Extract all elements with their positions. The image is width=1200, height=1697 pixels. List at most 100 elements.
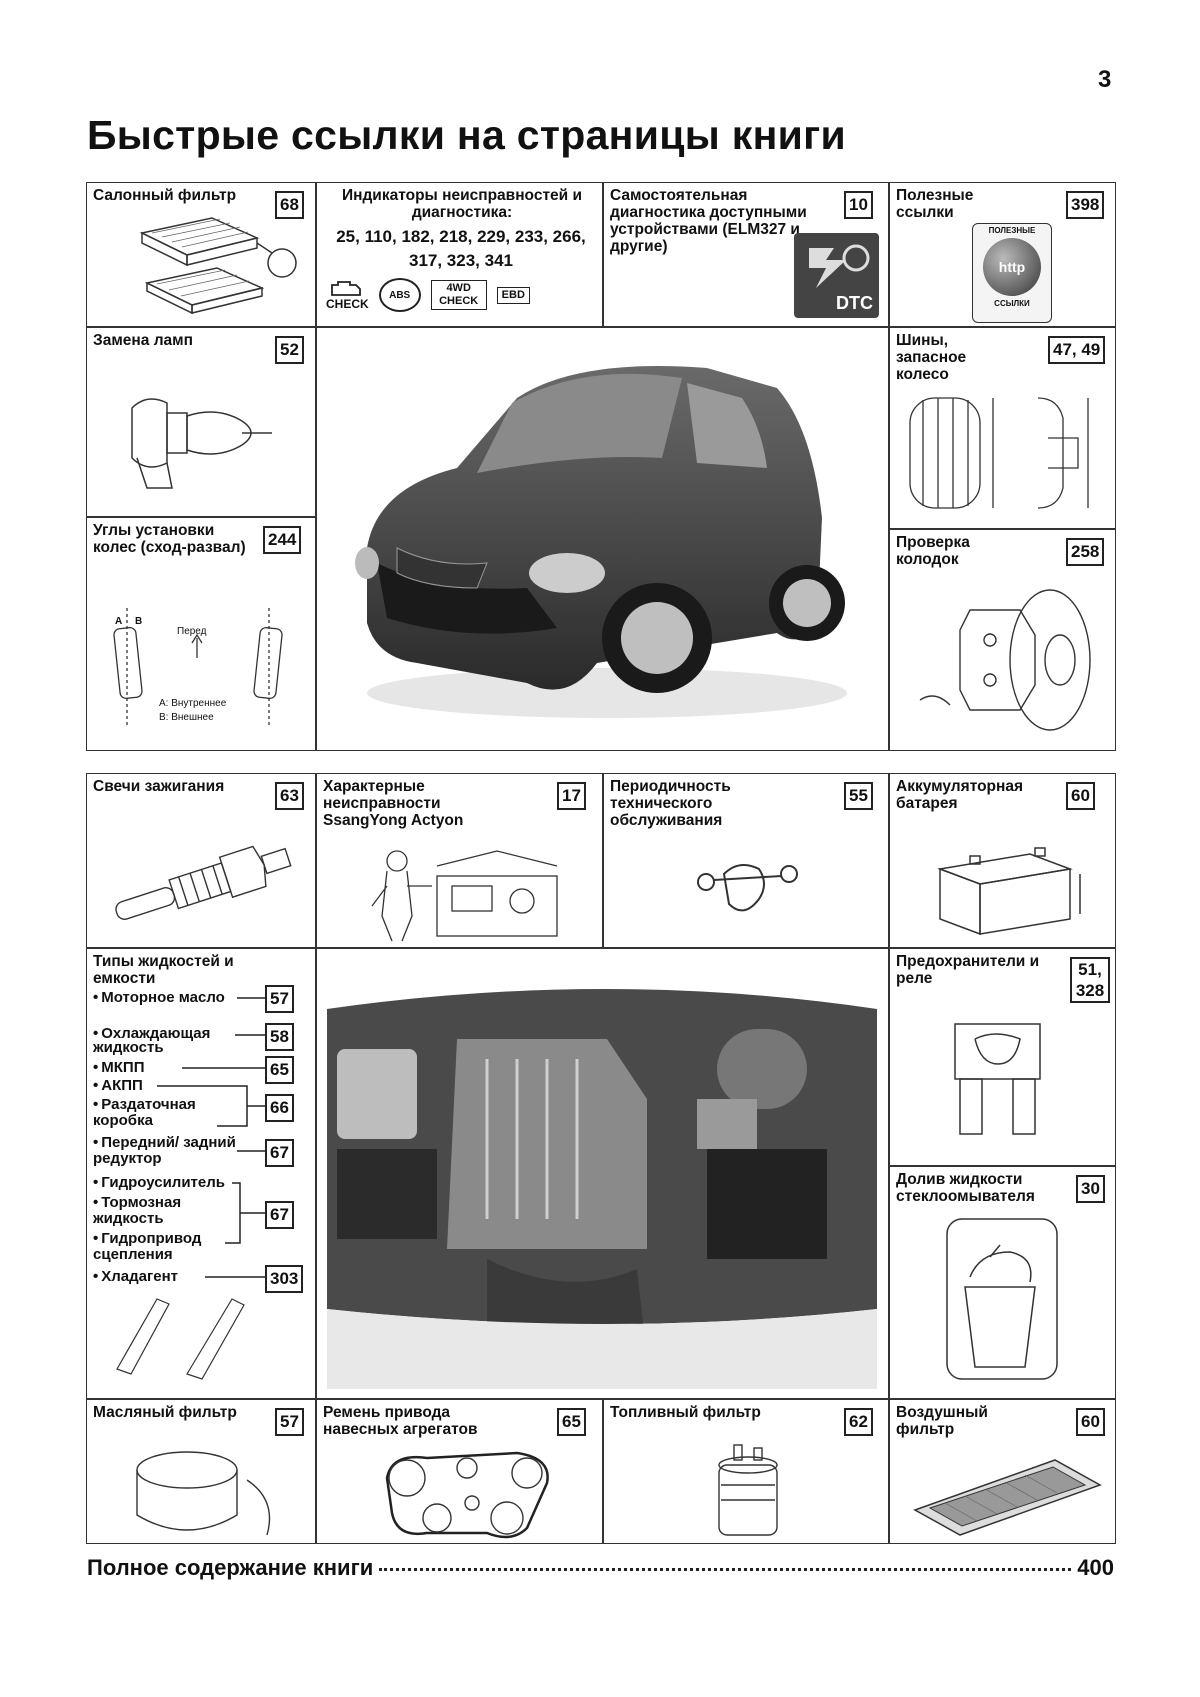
spark-plugs-page[interactable]: 63 bbox=[275, 782, 304, 810]
useful-links-card[interactable]: Полезные ссылки 398 ПОЛЕЗНЫЕ http ССЫЛКИ bbox=[889, 182, 1116, 327]
cabin-filter-page[interactable]: 68 bbox=[275, 191, 304, 219]
mechanic-hood-icon bbox=[371, 850, 558, 942]
brake-pads-page[interactable]: 258 bbox=[1066, 538, 1105, 566]
oil-filter-label: Масляный фильтр bbox=[93, 1404, 237, 1421]
self-diagnostics-label: Самостоятельная диагностика доступными у… bbox=[610, 187, 807, 255]
self-diagnostics-card[interactable]: Самостоятельная диагностика доступными у… bbox=[603, 182, 889, 327]
fluid-clutch: Гидропривод сцепления bbox=[93, 1231, 218, 1263]
battery-label: Аккумуляторная батарея bbox=[896, 778, 1024, 812]
abs-icon-label: ABS bbox=[389, 289, 411, 301]
engine-bay-photo bbox=[316, 948, 889, 1399]
fluid-mt-page[interactable]: 65 bbox=[265, 1056, 294, 1084]
tire-diagram-icon bbox=[909, 397, 1089, 509]
fluid-transfer: Раздаточная коробка bbox=[93, 1097, 218, 1129]
washer-card[interactable]: Долив жидкости стеклоомывателя 30 bbox=[889, 1166, 1116, 1399]
cabin-filter-icon bbox=[139, 217, 297, 315]
fuel-filter-icon bbox=[718, 1444, 778, 1536]
maintenance-card[interactable]: Периодичность технического обслуживания … bbox=[603, 773, 889, 948]
alignment-page[interactable]: 244 bbox=[263, 526, 302, 554]
full-contents-label: Полное содержание книги bbox=[87, 1555, 374, 1580]
air-filter-page[interactable]: 60 bbox=[1076, 1408, 1105, 1436]
self-diagnostics-page[interactable]: 10 bbox=[844, 191, 873, 219]
http-badge-top: ПОЛЕЗНЫЕ bbox=[988, 226, 1036, 235]
check-icon-label: CHECK bbox=[326, 297, 369, 311]
dtc-badge-text: DTC bbox=[836, 293, 873, 313]
fluid-engine-oil-page[interactable]: 57 bbox=[265, 985, 294, 1013]
tires-label: Шины, запасное колесо bbox=[896, 332, 967, 383]
useful-links-page[interactable]: 398 bbox=[1066, 191, 1105, 219]
alignment-front-label: Перед bbox=[177, 626, 207, 637]
engine-illustration bbox=[317, 949, 888, 1398]
alignment-label: Углы установки колес (сход-развал) bbox=[93, 522, 246, 556]
abs-icon: ABS bbox=[378, 278, 421, 312]
battery-icon bbox=[937, 847, 1081, 936]
indicators-pages[interactable]: 25, 110, 182, 218, 229, 233, 266, 317, 3… bbox=[336, 227, 586, 270]
brake-caliper-icon bbox=[919, 589, 1091, 731]
fluid-power-steering: Гидроусилитель bbox=[93, 1175, 225, 1191]
full-contents-page: 400 bbox=[1077, 1555, 1114, 1580]
belt-card[interactable]: Ремень привода навесных агрегатов 65 bbox=[316, 1399, 603, 1544]
maintenance-page[interactable]: 55 bbox=[844, 782, 873, 810]
fuses-page[interactable]: 51, 328 bbox=[1070, 957, 1110, 1003]
fluid-coolant-page[interactable]: 58 bbox=[265, 1023, 294, 1051]
tires-card[interactable]: Шины, запасное колесо 47, 49 bbox=[889, 327, 1116, 529]
belt-page[interactable]: 65 bbox=[557, 1408, 586, 1436]
air-filter-icon bbox=[913, 1459, 1102, 1536]
fuses-label: Предохранители и реле bbox=[896, 953, 1040, 987]
indicator-icons: CHECK ABS 4WD CHECK EBD bbox=[326, 278, 530, 312]
belt-label: Ремень привода навесных агрегатов bbox=[323, 1404, 478, 1438]
fluid-coolant: Охлаждающая жидкость bbox=[93, 1026, 233, 1055]
wheel-alignment-diagram bbox=[113, 608, 283, 728]
alignment-b-mark: B bbox=[135, 616, 143, 627]
http-badge-mid: http bbox=[998, 259, 1026, 275]
check-engine-icon: CHECK bbox=[326, 279, 369, 311]
spark-plugs-card[interactable]: Свечи зажигания 63 bbox=[86, 773, 316, 948]
fluid-engine-oil: Моторное масло bbox=[93, 990, 225, 1006]
fluid-at-transfer-page[interactable]: 66 bbox=[265, 1094, 294, 1122]
alignment-legend-b: В: Внешнее bbox=[159, 712, 214, 723]
fluid-ps-brake-clutch-page[interactable]: 67 bbox=[265, 1201, 294, 1229]
cabin-filter-card[interactable]: Салонный фильтр 68 bbox=[86, 182, 316, 327]
lamps-card[interactable]: Замена ламп 52 bbox=[86, 327, 316, 517]
fluid-axle-page[interactable]: 67 bbox=[265, 1139, 294, 1167]
maintenance-label: Периодичность технического обслуживания bbox=[610, 778, 731, 829]
battery-card[interactable]: Аккумуляторная батарея 60 bbox=[889, 773, 1116, 948]
battery-page[interactable]: 60 bbox=[1066, 782, 1095, 810]
air-filter-card[interactable]: Воздушный фильтр 60 bbox=[889, 1399, 1116, 1544]
washer-page[interactable]: 30 bbox=[1076, 1175, 1105, 1203]
drive-belt-icon bbox=[385, 1451, 549, 1539]
fluid-refrigerant: Хладагент bbox=[93, 1269, 178, 1285]
dot-leader bbox=[379, 1568, 1072, 1571]
faults-card[interactable]: Характерные неисправности SsangYong Acty… bbox=[316, 773, 603, 948]
fuses-card[interactable]: Предохранители и реле 51, 328 bbox=[889, 948, 1116, 1166]
full-contents-link[interactable]: Полное содержание книги 400 bbox=[87, 1555, 1114, 1581]
fluids-card[interactable]: Типы жидкостей и емкости Моторное масло … bbox=[86, 948, 316, 1399]
oil-filter-page[interactable]: 57 bbox=[275, 1408, 304, 1436]
indicators-card[interactable]: Индикаторы неисправностей и диагностика:… bbox=[316, 182, 603, 327]
oil-filter-card[interactable]: Масляный фильтр 57 bbox=[86, 1399, 316, 1544]
dtc-badge-icon: DTC bbox=[794, 233, 879, 318]
oil-filter-icon bbox=[136, 1451, 271, 1536]
faults-page[interactable]: 17 bbox=[557, 782, 586, 810]
car-photo bbox=[316, 327, 889, 751]
fluids-label: Типы жидкостей и емкости bbox=[93, 953, 234, 987]
spark-plugs-label: Свечи зажигания bbox=[93, 778, 225, 795]
useful-links-label: Полезные ссылки bbox=[896, 187, 974, 221]
fuel-filter-page[interactable]: 62 bbox=[844, 1408, 873, 1436]
fuel-filter-card[interactable]: Топливный фильтр 62 bbox=[603, 1399, 889, 1544]
fluid-refrigerant-page[interactable]: 303 bbox=[265, 1265, 304, 1293]
car-illustration bbox=[355, 366, 847, 718]
wrench-hand-icon bbox=[697, 864, 798, 912]
fluid-brake: Тормозная жидкость bbox=[93, 1195, 213, 1227]
fluid-at: АКПП bbox=[93, 1078, 143, 1094]
http-badge-bot: ССЫЛКИ bbox=[994, 299, 1030, 308]
alignment-a-mark: A bbox=[115, 616, 123, 627]
http-globe-icon: ПОЛЕЗНЫЕ http ССЫЛКИ bbox=[972, 223, 1052, 323]
indicators-label: Индикаторы неисправностей и диагностика: bbox=[341, 187, 583, 221]
lamps-page[interactable]: 52 bbox=[275, 336, 304, 364]
alignment-card[interactable]: Углы установки колес (сход-развал) 244 A… bbox=[86, 517, 316, 751]
brake-pads-card[interactable]: Проверка колодок 258 bbox=[889, 529, 1116, 751]
fuse-icon bbox=[954, 1023, 1041, 1135]
tires-page[interactable]: 47, 49 bbox=[1048, 336, 1106, 364]
fuel-filter-label: Топливный фильтр bbox=[610, 1404, 761, 1421]
